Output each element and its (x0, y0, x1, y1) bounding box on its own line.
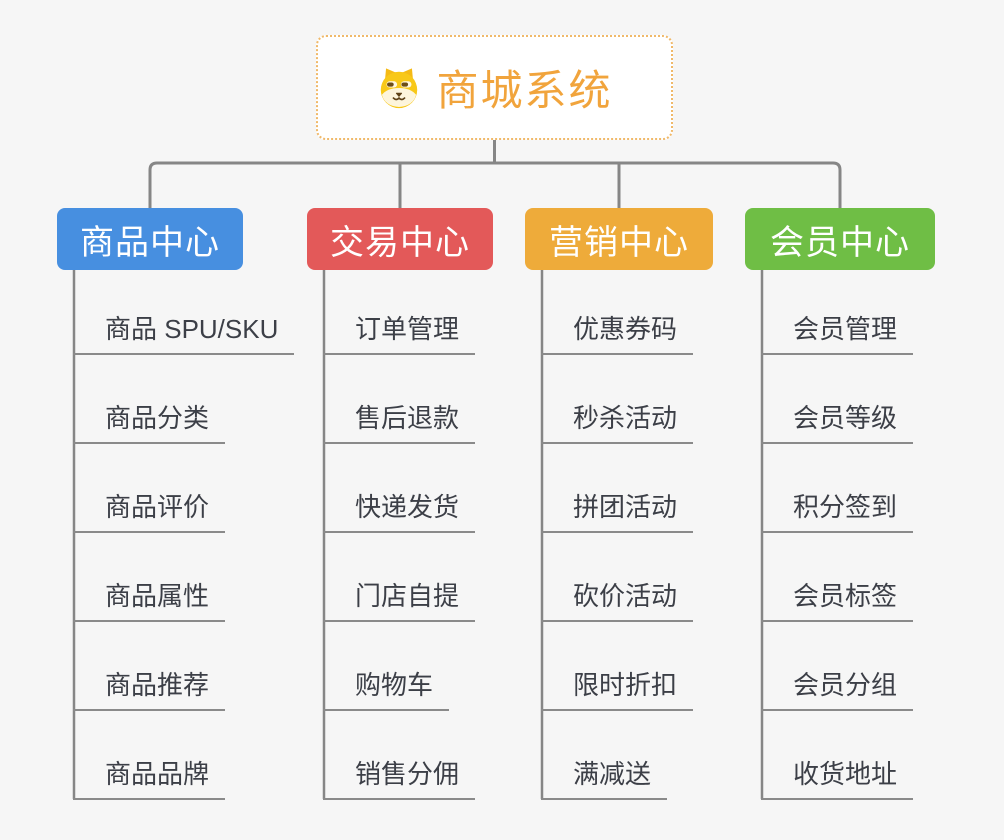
subtopic-points-checkin[interactable]: 积分签到 (761, 487, 914, 533)
subtopic-store-pickup[interactable]: 门店自提 (323, 576, 476, 622)
branch-trade-center[interactable]: 交易中心 (307, 208, 493, 270)
branch-marketing-center[interactable]: 营销中心 (525, 208, 713, 270)
branch-rail-line (148, 161, 842, 212)
subtopic-order-management[interactable]: 订单管理 (323, 309, 476, 355)
subtopic-aftersale-refund[interactable]: 售后退款 (323, 398, 476, 444)
subtopic-product-brand[interactable]: 商品品牌 (73, 754, 226, 800)
subtopic-member-group[interactable]: 会员分组 (761, 665, 914, 711)
subtopic-product-spu-sku[interactable]: 商品 SPU/SKU (73, 309, 295, 355)
subtopic-sales-commission[interactable]: 销售分佣 (323, 754, 476, 800)
subtopic-group-buy[interactable]: 拼团活动 (541, 487, 694, 533)
subtopic-full-reduction[interactable]: 满减送 (541, 754, 668, 800)
subtopic-member-level[interactable]: 会员等级 (761, 398, 914, 444)
root-topic[interactable]: 商城系统 (316, 35, 673, 140)
branch-member-center[interactable]: 会员中心 (745, 208, 935, 270)
subtopic-product-review[interactable]: 商品评价 (73, 487, 226, 533)
subtopic-product-attribute[interactable]: 商品属性 (73, 576, 226, 622)
subtopic-bargain-activity[interactable]: 砍价活动 (541, 576, 694, 622)
subtopic-product-recommend[interactable]: 商品推荐 (73, 665, 226, 711)
subtopic-coupon-code[interactable]: 优惠券码 (541, 309, 694, 355)
subtopic-shipping-address[interactable]: 收货地址 (761, 754, 914, 800)
subtopic-shopping-cart[interactable]: 购物车 (323, 665, 450, 711)
dog-face-icon (376, 65, 422, 111)
branch-product-center[interactable]: 商品中心 (57, 208, 243, 270)
subtopic-time-limited-discount[interactable]: 限时折扣 (541, 665, 694, 711)
subtopic-flash-sale[interactable]: 秒杀活动 (541, 398, 694, 444)
subtopic-express-delivery[interactable]: 快递发货 (323, 487, 476, 533)
subtopic-member-tag[interactable]: 会员标签 (761, 576, 914, 622)
subtopic-product-category[interactable]: 商品分类 (73, 398, 226, 444)
subtopic-member-management[interactable]: 会员管理 (761, 309, 914, 355)
root-title: 商城系统 (436, 67, 613, 114)
